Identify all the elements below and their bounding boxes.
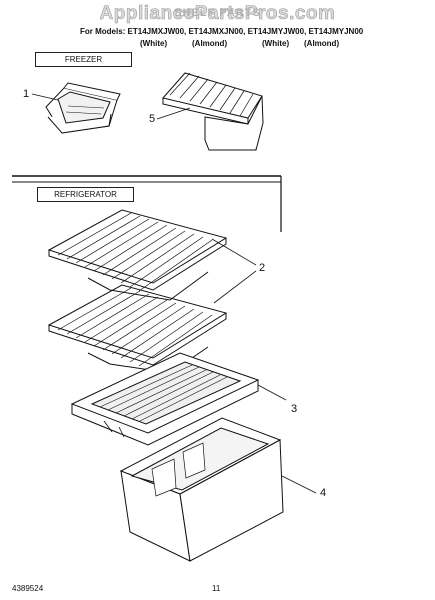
page-title: SHELF PARTS	[174, 7, 261, 19]
color-label: (Almond)	[304, 39, 340, 48]
freezer-section-label: FREEZER	[35, 52, 132, 67]
callout-5: 5	[149, 113, 156, 125]
color-label: (White)	[262, 39, 290, 48]
refrigerator-wire-shelf-upper	[47, 209, 228, 301]
freezer-wire-shelf	[162, 72, 264, 151]
callout-2: 2	[259, 262, 266, 274]
freezer-basket	[45, 82, 121, 134]
models-line: For Models: ET14JMXJW00, ET14JMXJN00, ET…	[80, 27, 364, 36]
part-number: 4389524	[12, 584, 44, 593]
leader-line	[257, 384, 287, 401]
color-label: (Almond)	[192, 39, 228, 48]
refrigerator-section-label: REFRIGERATOR	[37, 187, 134, 202]
page-number: 11	[212, 584, 221, 593]
callout-4: 4	[320, 487, 327, 499]
leader-line	[213, 270, 257, 304]
crisper-cover	[70, 352, 260, 446]
watermark: AppliancePartsPros.com	[99, 3, 336, 25]
leader-line	[31, 93, 59, 101]
color-label: (White)	[140, 39, 168, 48]
leader-line	[281, 475, 317, 494]
leader-line	[211, 238, 257, 266]
crisper-drawer	[119, 417, 284, 562]
callout-3: 3	[291, 403, 298, 415]
callout-1: 1	[23, 88, 30, 100]
leader-line	[156, 107, 191, 120]
